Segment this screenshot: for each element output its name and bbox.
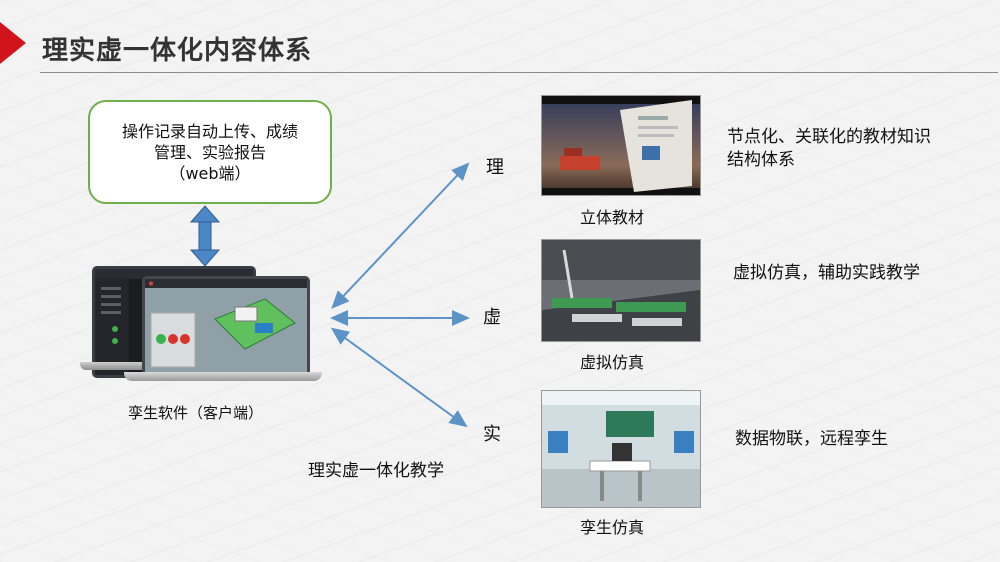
textbook-description-line-1: 节点化、关联化的教材知识 (727, 127, 931, 147)
label-real: 实 (483, 424, 501, 445)
twin-simulation-caption: 孪生仿真 (580, 518, 645, 537)
laptop-back-screen-content (95, 269, 253, 375)
virtual-simulation-image (542, 240, 700, 341)
twin-simulation-description: 数据物联，远程孪生 (735, 428, 888, 451)
client-software-label: 孪生软件（客户端） (128, 404, 264, 422)
web-box-line-2: 管理、实验报告 (153, 142, 266, 162)
textbook-description: 节点化、关联化的教材知识 结构体系 (727, 126, 931, 172)
laptop-back-base (80, 362, 190, 370)
textbook-caption: 立体教材 (580, 208, 645, 227)
page-title: 理实虚一体化内容体系 (42, 36, 313, 66)
arrow-to-theory (331, 162, 470, 309)
title-divider (40, 72, 998, 73)
twin-simulation-description-line-1: 数据物联，远程孪生 (735, 429, 888, 449)
laptop-front-screen (142, 276, 310, 376)
integrated-teaching-label: 理实虚一体化教学 (308, 461, 444, 481)
web-box-line-3: （web端） (169, 163, 251, 183)
vertical-double-arrow (189, 205, 221, 267)
web-box-line-1: 操作记录自动上传、成绩 (121, 121, 298, 141)
web-platform-box: 操作记录自动上传、成绩 管理、实验报告 （web端） (88, 100, 332, 204)
virtual-simulation-description-line-1: 虚拟仿真，辅助实践教学 (733, 263, 920, 283)
twin-simulation-thumbnail (541, 390, 701, 508)
virtual-simulation-caption: 虚拟仿真 (580, 353, 645, 372)
twin-simulation-image (542, 391, 700, 507)
title-marker-triangle (0, 22, 26, 64)
arrow-to-real (330, 327, 468, 428)
textbook-description-line-2: 结构体系 (727, 150, 795, 170)
textbook-image (542, 96, 700, 195)
virtual-simulation-thumbnail (541, 239, 701, 342)
laptop-front-base (124, 372, 322, 381)
laptop-front-screen-content (145, 279, 307, 373)
label-virtual: 虚 (483, 307, 501, 328)
label-theory: 理 (486, 157, 504, 178)
textbook-thumbnail (541, 95, 701, 196)
virtual-simulation-description: 虚拟仿真，辅助实践教学 (733, 262, 920, 285)
